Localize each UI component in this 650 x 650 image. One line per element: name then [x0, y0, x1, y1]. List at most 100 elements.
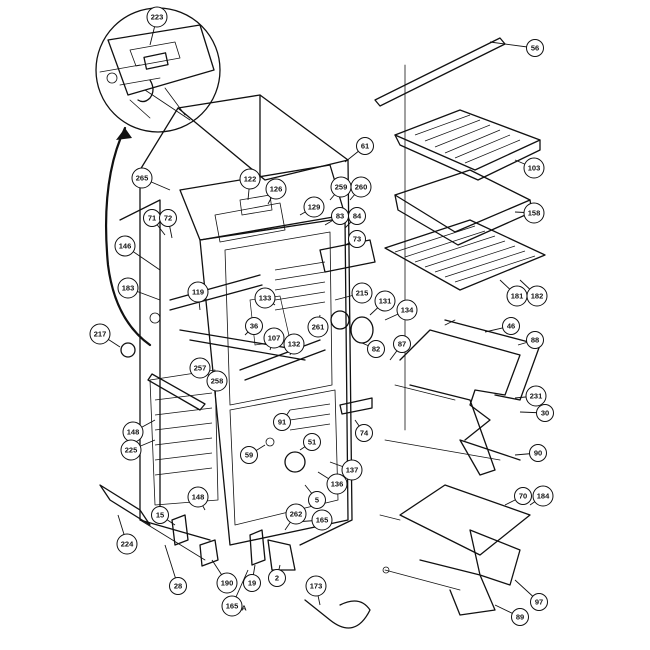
callout-label: 181 — [511, 292, 524, 301]
callout-circle — [530, 593, 548, 611]
callout-c-28: 28 — [169, 577, 187, 595]
callout-label: 107 — [268, 334, 281, 343]
callout-circle — [206, 370, 228, 392]
callout-c-262: 262 — [285, 503, 307, 525]
broiler-box — [319, 239, 376, 273]
part-217 — [120, 342, 136, 358]
callout-c-223: 223 — [146, 6, 168, 28]
callout-c-148b: 148 — [187, 486, 209, 508]
callout-circle — [526, 331, 544, 349]
callout-circle — [351, 282, 373, 304]
callout-circle — [311, 509, 333, 531]
callout-c-30: 30 — [536, 404, 554, 422]
lower-oven-cavity — [229, 389, 339, 526]
callout-label: 61 — [361, 142, 369, 151]
callout-c-46: 46 — [502, 317, 520, 335]
callout-label: 71 — [148, 214, 156, 223]
callout-c-82: 82 — [367, 340, 385, 358]
callout-circle — [89, 323, 111, 345]
bracket-19 — [249, 529, 266, 566]
callout-c-136: 136 — [326, 473, 348, 495]
front-frame — [199, 217, 349, 546]
callout-label: 97 — [535, 598, 543, 607]
callout-circle — [216, 572, 238, 594]
callout-label: 133 — [259, 294, 272, 303]
callout-circle — [187, 281, 209, 303]
callout-label: 259 — [335, 183, 348, 192]
callout-label: 136 — [331, 480, 344, 489]
callout-c-217: 217 — [89, 323, 111, 345]
callout-circle — [120, 439, 142, 461]
bake-element — [444, 319, 541, 401]
callout-label: 165 — [226, 602, 239, 611]
valve-part — [284, 451, 306, 473]
callout-circle — [254, 287, 276, 309]
callout-label: 134 — [401, 306, 414, 315]
loose-parts — [99, 312, 371, 629]
callout-c-84: 84 — [348, 207, 366, 225]
callout-c-165a: 165 — [311, 509, 333, 531]
callout-circle — [393, 335, 411, 353]
callout-c-126: 126 — [265, 178, 287, 200]
callout-label: 103 — [528, 164, 541, 173]
callout-circle — [187, 486, 209, 508]
callout-c-15: 15 — [151, 506, 169, 524]
callout-c-89: 89 — [511, 608, 529, 626]
callout-circle — [305, 575, 327, 597]
callout-circle — [523, 157, 545, 179]
callout-circle — [536, 404, 554, 422]
callout-circle — [221, 595, 243, 617]
callout-label: 217 — [94, 330, 107, 339]
callout-c-122: 122 — [239, 168, 261, 190]
callout-c-91: 91 — [273, 413, 291, 431]
callout-circle — [355, 424, 373, 442]
callout-c-83: 83 — [331, 207, 349, 225]
callout-label: 122 — [244, 175, 257, 184]
callout-circle — [350, 176, 372, 198]
callout-c-56: 56 — [526, 39, 544, 57]
callout-label: 183 — [122, 284, 135, 293]
bracket-15 — [171, 514, 189, 546]
callout-c-132: 132 — [283, 333, 305, 355]
callout-circle — [514, 487, 532, 505]
callout-label: 184 — [537, 492, 550, 501]
callout-label: 28 — [174, 582, 182, 591]
arrow-head — [116, 128, 132, 140]
callout-circle — [283, 333, 305, 355]
callout-circle — [189, 357, 211, 379]
callout-label: 70 — [519, 492, 527, 501]
callout-label: 19 — [248, 579, 256, 588]
callout-circle — [239, 168, 261, 190]
callout-circle — [273, 413, 291, 431]
callout-label: 2 — [275, 574, 279, 583]
callout-circle — [151, 506, 169, 524]
callout-label: 231 — [530, 392, 543, 401]
callout-label: 59 — [245, 451, 253, 460]
callout-c-184: 184 — [532, 485, 554, 507]
callout-label: 119 — [192, 288, 204, 297]
callout-c-134: 134 — [396, 299, 418, 321]
callout-circle — [396, 299, 418, 321]
exploded-parts — [374, 37, 546, 616]
callout-circle — [243, 574, 261, 592]
callout-c-131: 131 — [374, 290, 396, 312]
callout-circle — [263, 327, 285, 349]
callout-label: 84 — [353, 212, 362, 221]
bracket-190 — [199, 539, 219, 567]
callout-c-103: 103 — [523, 157, 545, 179]
inset-panel — [107, 24, 215, 96]
callout-c-181: 181 — [506, 285, 528, 307]
callout-c-215: 215 — [351, 282, 373, 304]
callout-label: 146 — [119, 242, 132, 251]
callout-label: 148 — [192, 493, 205, 502]
callout-c-265: 265 — [131, 167, 153, 189]
callout-c-225: 225 — [120, 439, 142, 461]
cabinet-top — [177, 94, 349, 181]
callout-circle — [341, 459, 363, 481]
callout-c-73: 73 — [348, 230, 366, 248]
callout-c-36: 36 — [245, 317, 263, 335]
callout-label: 90 — [534, 449, 542, 458]
callout-c-119: 119 — [187, 281, 209, 303]
callout-label: 15 — [156, 511, 164, 520]
callout-c-133: 133 — [254, 287, 276, 309]
